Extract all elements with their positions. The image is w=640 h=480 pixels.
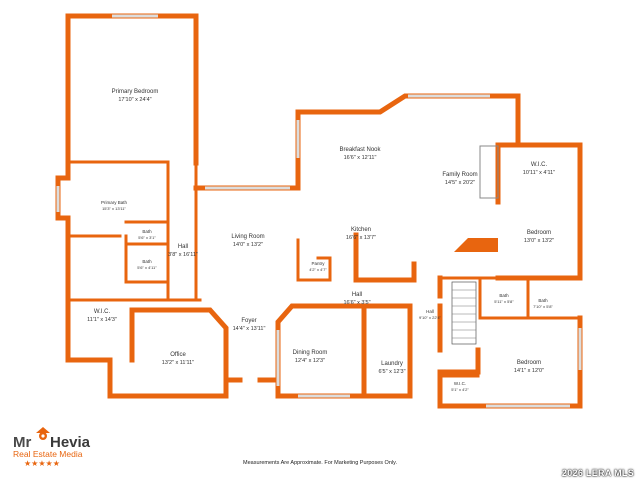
room-name-kitchen: Kitchen [351, 227, 371, 233]
room-dims-wic-bottom: 5'1" x 4'2" [451, 387, 469, 392]
room-name-bedroom-lower: Bedroom [517, 360, 541, 366]
room-name-office: Office [170, 352, 186, 358]
room-dims-bath-b: 5'6" x 4'11" [137, 265, 157, 270]
house-pin-icon [36, 427, 50, 440]
room-dims-primary-bath: 15'3" x 13'11" [102, 206, 126, 211]
room-dims-dining-room: 12'4" x 12'3" [295, 358, 325, 364]
logo-text-mr: Mr [13, 434, 31, 451]
room-name-wic-left: W.I.C. [94, 309, 111, 315]
room-dims-office: 13'2" x 11'11" [162, 360, 194, 366]
room-dims-bath-c: 5'11" x 5'8" [494, 299, 514, 304]
room-name-bath-b: Bath [142, 259, 152, 264]
room-name-wic-bottom: W.I.C. [454, 381, 466, 386]
room-dims-bath-a: 5'6" x 3'1" [138, 235, 156, 240]
room-dims-wic-small: 10'11" x 4'11" [523, 170, 555, 176]
room-name-laundry: Laundry [381, 361, 403, 367]
room-name-living-room: Living Room [231, 234, 264, 240]
room-dims-hall-left: 3'8" x 16'11" [168, 252, 198, 258]
room-dims-pantry: 4'2" x 4'7" [309, 267, 327, 272]
room-dims-primary-bedroom: 17'10" x 24'4" [118, 97, 151, 103]
room-dims-foyer: 14'4" x 13'11" [233, 326, 266, 332]
room-name-hall-right: Hall [426, 309, 434, 314]
room-dims-hall-right: 9'10" x 22'4" [419, 315, 442, 320]
room-dims-family-room: 14'5" x 20'2" [445, 180, 475, 186]
room-labels: Primary Bedroom 17'10" x 24'4" Primary B… [87, 89, 555, 392]
copyright-watermark: 2026 LERA MLS [561, 468, 634, 478]
room-name-bath-d: Bath [538, 298, 548, 303]
room-dims-living-room: 14'0" x 13'2" [233, 242, 263, 248]
company-logo: Mr Hevia Real Estate Media ★★★★★ [13, 427, 91, 468]
room-name-primary-bedroom: Primary Bedroom [112, 89, 159, 95]
room-name-foyer: Foyer [241, 318, 256, 324]
room-name-bath-a: Bath [142, 229, 152, 234]
room-dims-bath-d: 7'10" x 5'8" [533, 304, 553, 309]
logo-stars: ★★★★★ [24, 459, 60, 468]
room-dims-breakfast-nook: 16'6" x 12'11" [344, 155, 377, 161]
room-name-hall-center: Hall [352, 292, 362, 298]
room-name-primary-bath: Primary Bath [101, 200, 128, 205]
room-name-bath-c: Bath [499, 293, 509, 298]
room-name-pantry: Pantry [311, 261, 325, 266]
room-name-family-room: Family Room [442, 172, 477, 178]
room-name-bedroom-upper: Bedroom [527, 230, 551, 236]
room-name-breakfast-nook: Breakfast Nook [339, 147, 381, 153]
room-dims-hall-center: 16'6" x 3'5" [343, 300, 370, 306]
walls [55, 13, 583, 409]
room-name-hall-left: Hall [178, 244, 188, 250]
room-name-dining-room: Dining Room [293, 350, 328, 356]
room-dims-kitchen: 16'6" x 13'7" [346, 235, 376, 241]
room-dims-laundry: 6'5" x 12'3" [378, 369, 405, 375]
room-dims-bedroom-lower: 14'1" x 12'0" [514, 368, 544, 374]
disclaimer-text: Measurements Are Approximate. For Market… [243, 460, 397, 466]
room-dims-bedroom-upper: 13'0" x 13'2" [524, 238, 554, 244]
logo-text-hevia: Hevia [50, 434, 91, 451]
room-name-wic-small: W.I.C. [531, 162, 548, 168]
logo-text-tagline: Real Estate Media [13, 449, 83, 459]
room-dims-wic-left: 11'1" x 14'3" [87, 317, 117, 323]
